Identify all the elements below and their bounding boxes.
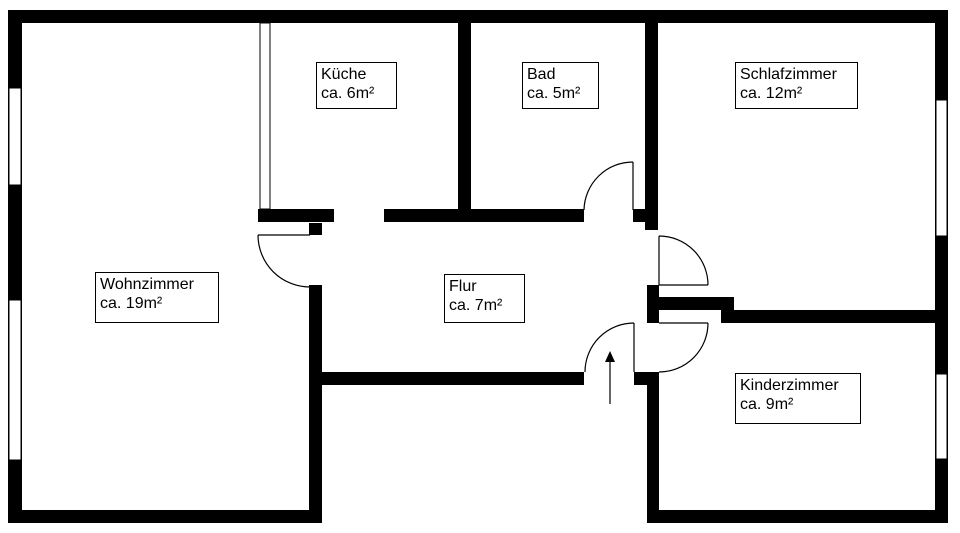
wall-bad-schlafzimmer — [645, 10, 658, 230]
room-area: ca. 9m² — [740, 396, 794, 413]
room-label-bad: Bad ca. 5m² — [522, 62, 599, 109]
outer-wall-top — [8, 10, 948, 23]
room-label-wohnzimmer: Wohnzimmer ca. 19m² — [95, 272, 219, 323]
entrance-arrow-icon — [605, 351, 615, 404]
room-area: ca. 12m² — [740, 85, 803, 102]
room-name: Flur — [449, 278, 477, 295]
window-wohnzimmer-lower — [8, 299, 22, 461]
wall-kueche-bottom-left — [258, 209, 334, 222]
doors — [257, 161, 709, 373]
wall-schlafzimmer-kinderzimmer — [647, 297, 734, 310]
room-label-kueche: Küche ca. 6m² — [316, 62, 397, 109]
outer-wall-bottom-left — [8, 510, 322, 523]
door-kinderzimmer — [658, 322, 709, 373]
outer-wall-bottom-right — [647, 510, 948, 523]
door-bad — [583, 161, 634, 211]
windows — [8, 22, 948, 461]
room-name: Bad — [527, 66, 556, 83]
room-label-flur: Flur ca. 7m² — [444, 274, 525, 323]
wall-kinderzimmer-left — [647, 372, 659, 523]
wall-bad-bottom-right — [633, 209, 658, 222]
window-kueche — [259, 22, 271, 210]
wall-kueche-bottom-right — [384, 209, 584, 222]
wall-flur-bottom — [309, 372, 584, 385]
room-area: ca. 19m² — [100, 295, 163, 312]
room-name: Schlafzimmer — [740, 66, 837, 83]
room-label-kinderzimmer: Kinderzimmer ca. 9m² — [735, 373, 861, 424]
door-schlafzimmer — [658, 235, 709, 286]
room-name: Kinderzimmer — [740, 377, 839, 394]
room-label-schlafzimmer: Schlafzimmer ca. 12m² — [735, 62, 858, 109]
room-name: Küche — [321, 66, 367, 83]
room-name: Wohnzimmer — [100, 276, 194, 293]
door-wohnzimmer — [257, 234, 311, 288]
window-wohnzimmer-upper — [8, 87, 22, 186]
wall-wohnzimmer-top-stub — [309, 223, 322, 235]
wall-wohnzimmer-right — [309, 285, 322, 523]
door-entrance — [584, 322, 635, 373]
room-area: ca. 6m² — [321, 85, 375, 102]
room-area: ca. 5m² — [527, 85, 581, 102]
window-schlafzimmer — [935, 99, 948, 237]
wall-kueche-bad — [458, 10, 471, 220]
room-area: ca. 7m² — [449, 297, 503, 314]
wall-schlafzimmer-kinderzimmer-right — [721, 310, 948, 323]
window-kinderzimmer — [935, 373, 948, 460]
